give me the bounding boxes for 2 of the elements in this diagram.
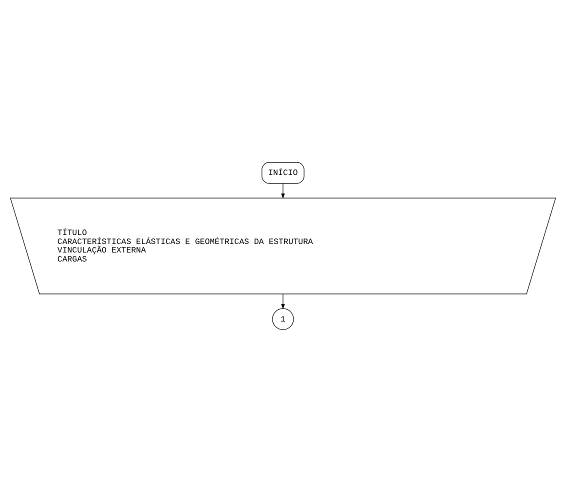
- arrow: [281, 294, 285, 310]
- arrow: [281, 183, 285, 199]
